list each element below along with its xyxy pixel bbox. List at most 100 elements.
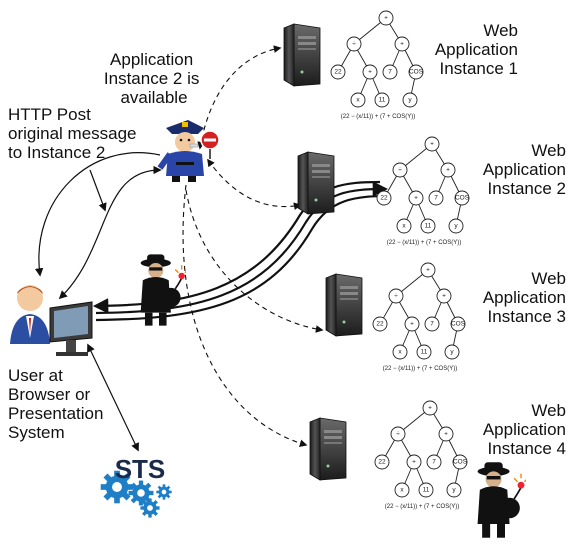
- expression-formula: (22 − (x/11)) + (7 + COS(Y)): [383, 366, 457, 372]
- solid-connections: [34, 152, 162, 452]
- tree-node-label: +: [414, 195, 418, 202]
- tree-node-label: x: [398, 349, 402, 356]
- tree-node: [452, 454, 468, 470]
- spy-with-bomb-icon-instance4: [476, 461, 526, 539]
- tree-node: [422, 400, 438, 416]
- tree-node: [396, 218, 412, 234]
- tree-node: [424, 136, 440, 152]
- tree-node-label: +: [412, 459, 416, 466]
- tree-node: [408, 190, 424, 206]
- tree-node: [402, 92, 418, 108]
- tree-node: [438, 426, 454, 442]
- tree-node-label: 7: [432, 459, 436, 466]
- tree-node-label: 22: [334, 69, 342, 76]
- sts-logo: STS: [100, 454, 172, 518]
- tree-node: [404, 316, 420, 332]
- server-icon-instance4: [309, 417, 347, 481]
- tree-node-label: COS: [409, 69, 424, 76]
- dashed-arrow-guard-to-instance1: [197, 45, 282, 150]
- tree-node: [394, 36, 410, 52]
- tree-node-label: COS: [451, 321, 466, 328]
- dashed-connections: [182, 45, 324, 447]
- tree-node: [378, 10, 394, 26]
- tree-node-label: 11: [425, 223, 432, 230]
- dashed-arrow-guard-to-instance2: [207, 158, 302, 210]
- tree-node-label: ÷: [394, 293, 398, 300]
- tree-node-label: +: [444, 431, 448, 438]
- server-icon-instance3: [325, 273, 363, 337]
- tree-node-label: +: [442, 293, 446, 300]
- tree-node: [346, 36, 362, 52]
- tree-node-label: y: [450, 349, 454, 356]
- tree-node: [330, 64, 346, 80]
- tree-node-label: +: [400, 41, 404, 48]
- tree-node: [440, 162, 456, 178]
- tree-node-label: 7: [388, 69, 392, 76]
- tree-node-label: COS: [455, 195, 470, 202]
- tree-node: [376, 190, 392, 206]
- tree-node-label: 22: [380, 195, 388, 202]
- tree-node-label: x: [400, 487, 404, 494]
- tree-node: [390, 426, 406, 442]
- dashed-arrow-guard-to-instance4: [182, 184, 308, 447]
- label-app-instance-available: Application Instance 2 is available: [104, 50, 204, 107]
- sts-label: STS: [115, 454, 166, 484]
- tree-node: [446, 482, 462, 498]
- tree-node-label: +: [428, 405, 432, 412]
- tree-node-label: ÷: [352, 41, 356, 48]
- tree-node: [392, 344, 408, 360]
- label-user: User at Browser or Presentation System: [8, 366, 108, 442]
- tree-node-label: x: [402, 223, 406, 230]
- tree-node: [424, 316, 440, 332]
- tree-node-label: y: [452, 487, 456, 494]
- expression-tree-instance1: + ÷ +22 +7 COS x 11 y (22 − (x/11)) + (7 + COS(Y…: [330, 10, 424, 120]
- tree-node: [408, 64, 424, 80]
- tree-node-label: +: [368, 69, 372, 76]
- arrow-user-to-guard: [58, 165, 162, 300]
- tree-node-label: y: [408, 97, 412, 104]
- arrow-guard-to-user: [34, 152, 161, 277]
- tree-node: [406, 454, 422, 470]
- tree-node-label: COS: [453, 459, 468, 466]
- tree-node: [426, 454, 442, 470]
- expression-formula: (22 − (x/11)) + (7 + COS(Y)): [341, 114, 415, 120]
- tree-node-label: 22: [378, 459, 386, 466]
- tree-node: [372, 316, 388, 332]
- server-icon-instance1: [283, 23, 321, 87]
- tree-node-label: +: [384, 15, 388, 22]
- tree-node-label: 7: [434, 195, 438, 202]
- server-icon-instance2: [297, 151, 335, 215]
- tree-node-label: 11: [423, 487, 430, 494]
- tree-node-label: 7: [430, 321, 434, 328]
- tree-node: [448, 218, 464, 234]
- tree-node: [392, 162, 408, 178]
- tree-node-label: 22: [376, 321, 384, 328]
- tree-node: [416, 344, 432, 360]
- tree-node-label: y: [454, 223, 458, 230]
- tree-node: [420, 218, 436, 234]
- dashed-arrow-guard-to-instance3: [185, 189, 324, 333]
- tree-node: [450, 316, 466, 332]
- tree-node: [374, 92, 390, 108]
- tree-node: [444, 344, 460, 360]
- tree-node-label: x: [356, 97, 360, 104]
- tree-node: [394, 482, 410, 498]
- tree-node-label: 11: [379, 97, 386, 104]
- tree-node: [454, 190, 470, 206]
- expression-formula: (22 − (x/11)) + (7 + COS(Y)): [385, 504, 459, 510]
- tree-node-label: 11: [421, 349, 428, 356]
- tree-node-label: +: [446, 167, 450, 174]
- expression-formula: (22 − (x/11)) + (7 + COS(Y)): [387, 240, 461, 246]
- tree-node-label: +: [430, 141, 434, 148]
- tree-node: [362, 64, 378, 80]
